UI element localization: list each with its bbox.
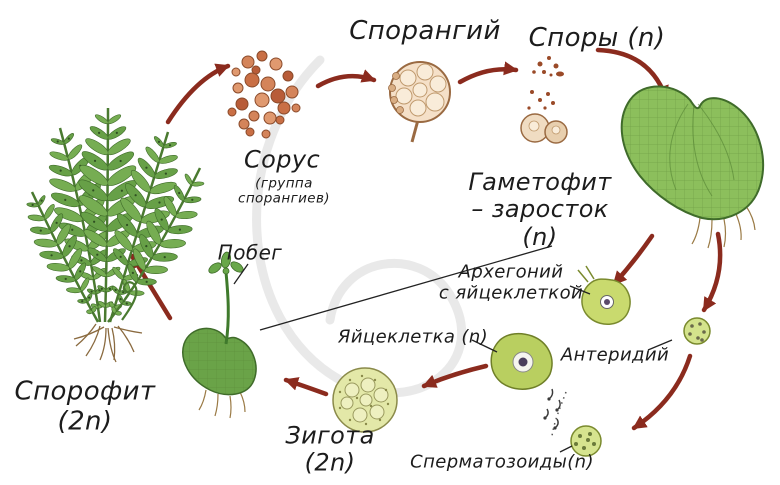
sorus-label: Сорус (243, 145, 321, 174)
sporophyte-label: Спорофит (2n) (14, 376, 156, 436)
sporangium-illustration (388, 61, 451, 143)
zygote-label: Зигота (2n) (285, 421, 375, 477)
watermark-swirl (252, 55, 466, 398)
arrow-sorus-to-sporangium (315, 69, 377, 89)
sporangium-label: Спорангий (349, 16, 501, 47)
spores-illustration (532, 56, 564, 77)
sorus-illustration (227, 50, 301, 139)
arrow-gametophyte-to-antheridium (701, 231, 723, 313)
arrow-sporangium-to-spores (457, 61, 519, 85)
pointer-egg (471, 339, 498, 353)
shoot-stem (224, 271, 230, 345)
sorus-sublabel: (группа спорангиев) (238, 175, 330, 207)
archegonium-illustration (577, 265, 631, 325)
gametophyte-rhizoids (691, 205, 756, 249)
antheridium-label: Антеридий (560, 344, 670, 366)
antheridium-illustration (683, 317, 711, 345)
arrow-antheridium-to-sperm (631, 353, 693, 431)
young-plant-illustration (182, 251, 257, 419)
opened-sporangium-illustration (520, 90, 568, 144)
pointer-archegonium (569, 285, 591, 295)
sperm-label: Сперматозоиды(n) (410, 451, 594, 473)
pointer-shoot (233, 263, 249, 285)
shoot-leaves (208, 251, 244, 275)
arrow-zygote-to-young-plant (283, 377, 329, 397)
egg-label: Яйцеклетка (n) (337, 326, 489, 348)
fern-illustration (26, 107, 205, 363)
shoot-label: Побег (217, 240, 283, 265)
zygote-illustration (332, 367, 398, 433)
gametophyte-label: Гаметофит – заросток (n) (468, 167, 612, 251)
arrow-egg-to-zygote (421, 363, 489, 389)
fern-fronds (26, 107, 205, 323)
arrow-gametophyte-to-archegonium (611, 233, 655, 287)
spermatozoids-illustration (543, 388, 602, 457)
fern-fiddlehead-icon (121, 281, 138, 321)
arrow-fern-to-sorus (165, 63, 231, 125)
cycle-arrows (129, 47, 723, 431)
pointer-gametophyte-to-prothallus (259, 245, 553, 331)
egg-cell-illustration (490, 332, 553, 390)
spores-label: Споры (n) (528, 23, 666, 54)
pointer-lines (233, 245, 673, 453)
archegonium-label: Архегоний с яйцеклеткой (438, 261, 584, 303)
gametophyte-illustration (620, 85, 764, 249)
fern-roots (73, 323, 143, 363)
pointer-sperm (559, 445, 573, 453)
pointer-antheridium (647, 339, 673, 351)
